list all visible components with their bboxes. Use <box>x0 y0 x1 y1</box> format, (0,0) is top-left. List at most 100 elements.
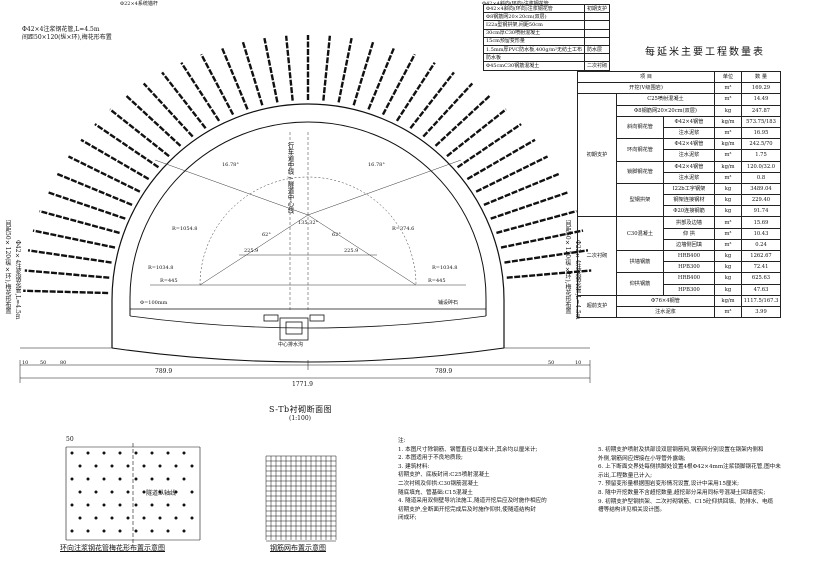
bolt-line <box>456 123 522 169</box>
grout-hole-dot <box>150 477 154 481</box>
qty-header: 单位 <box>714 70 742 84</box>
dimension-label: 80 <box>60 360 67 366</box>
bolt-line <box>395 61 436 122</box>
qty-item: C25喷射混凝土 <box>616 93 715 106</box>
dimension-label: 50 <box>548 360 555 366</box>
qty-value: 14.49 <box>741 93 781 106</box>
legend-cell: 30cm厚C30喷射混凝土 <box>483 28 585 38</box>
dimension-total: 1771.9 <box>292 381 313 388</box>
bolt-line <box>24 269 110 279</box>
notes-left: 注: 1. 本图尺寸除钢筋、钢管直径以毫米计,其余均以厘米计;2. 本图适用于不… <box>398 437 588 523</box>
legend-cell: Φ8钢筋网20×20cm(双层) <box>483 12 585 22</box>
angle-label: 135.32° <box>298 220 318 226</box>
bolt-line <box>161 71 207 129</box>
section-scale: (1:100) <box>289 415 311 422</box>
dimension-label: 50 <box>40 360 47 366</box>
qty-group: 拱墙钢筋 <box>616 249 664 274</box>
grout-hole-dot <box>70 477 74 481</box>
note-line: 隧底填充、管基础:C15混凝土 <box>398 489 473 496</box>
bolt-line <box>504 249 589 264</box>
note-line: 7. 预留变形量根据围岩变形情况设置,设计中采用15厘米; <box>598 481 739 488</box>
grout-hole-dot <box>182 451 186 455</box>
grout-hole-dot <box>118 529 122 533</box>
qty-item: 拱部及边墙 <box>663 216 715 229</box>
notes-right: 5. 初期支护喷射及拱部设双层钢筋网,钢筋网分别设置在钢架内侧和 外侧,钢筋网应… <box>598 446 813 515</box>
qty-item: 注水泥浆 <box>663 126 715 140</box>
grout-hole-dot <box>94 490 98 494</box>
qty-value: 1.75 <box>741 149 781 162</box>
bolt-line <box>352 41 375 106</box>
qty-item: 注水泥浆 <box>663 149 715 162</box>
qty-item: Φ42×4钢管 <box>663 115 715 128</box>
qty-value: 1117.5/167.3 <box>741 294 781 307</box>
grout-hole-dot <box>150 503 154 507</box>
qty-section: 二次衬砌 <box>577 216 617 296</box>
grout-hole-dot <box>126 490 130 494</box>
grout-hole-dot <box>190 490 194 494</box>
qty-unit: m³ <box>714 216 742 229</box>
right-side-label: 间距50×120(纵×环),梅花形布置 <box>564 220 571 314</box>
grout-hole-dot <box>166 451 170 455</box>
qty-value: 47.63 <box>741 283 781 296</box>
gravel-label: 铺设碎石 <box>438 300 459 306</box>
grout-hole-dot <box>134 529 138 533</box>
qty-unit: m³ <box>714 238 742 252</box>
notes-heading: 注: <box>398 438 406 444</box>
radius-label: R=445 <box>428 278 446 284</box>
qty-value: 1262.67 <box>741 249 781 263</box>
pipe-label: Φ=100mm <box>140 300 168 306</box>
bolt-line <box>496 209 577 235</box>
angle-label: 16.78° <box>368 162 385 168</box>
dimension-label: 225.9 <box>344 248 359 254</box>
dimension-label: 10 <box>575 360 582 366</box>
qty-item: Φ76×4钢管 <box>616 294 715 307</box>
grout-hole-dot <box>158 464 162 468</box>
grout-hole-dot <box>70 529 74 533</box>
qty-unit: m³ <box>714 93 742 106</box>
bolt-line <box>466 138 536 181</box>
bolt-line <box>67 155 141 193</box>
radius-label: R=1054.8 <box>172 226 198 232</box>
bolt-line <box>322 35 332 101</box>
bolt-line <box>475 155 549 193</box>
dimension-label: 789.9 <box>435 368 453 375</box>
dimension-label: 10 <box>22 360 29 366</box>
qty-item: HRB400 <box>663 272 715 285</box>
qty-value: 3489.04 <box>741 182 781 196</box>
legend-cell <box>583 12 611 22</box>
grout-hole-dot <box>102 503 106 507</box>
legend-row: Φ8钢筋网20×20cm(双层) <box>483 12 611 22</box>
qty-header: 数 量 <box>741 70 781 84</box>
note-line: 外侧,钢筋网应焊接在小导管外露端; <box>598 455 686 462</box>
bolt-line <box>263 37 279 103</box>
dimension-lines <box>19 360 591 383</box>
note-line: 2. 本图适用于不良地质段; <box>398 455 463 462</box>
qty-value: 3.99 <box>741 305 781 319</box>
bolt-line <box>39 209 120 235</box>
dimension-label: 789.9 <box>155 368 173 375</box>
bolt-line <box>337 37 353 103</box>
grout-hole-dot <box>78 464 82 468</box>
qty-item: 边墙侧回填 <box>663 238 715 252</box>
note-line: 8. 隧中开挖数量不含超挖数量,超挖部分采用同标号混凝土回填密实; <box>598 489 766 496</box>
grout-hole-dot <box>78 516 82 520</box>
bolt-line <box>381 53 416 116</box>
qty-cell: 开挖(V级围岩) <box>577 82 715 95</box>
grout-hole-dot <box>166 477 170 481</box>
legend-cell: 防水层 <box>583 44 611 55</box>
qty-section: 超前支护 <box>577 294 617 319</box>
bolt-line <box>434 94 491 147</box>
legend-cell: 二次衬砌 <box>583 61 611 71</box>
qty-value: 10.43 <box>741 227 781 240</box>
qty-value: 0.8 <box>741 171 781 184</box>
legend-cell <box>583 53 611 63</box>
qty-item: Φ42×4钢管 <box>663 138 715 151</box>
grout-hole-dot <box>86 529 90 533</box>
